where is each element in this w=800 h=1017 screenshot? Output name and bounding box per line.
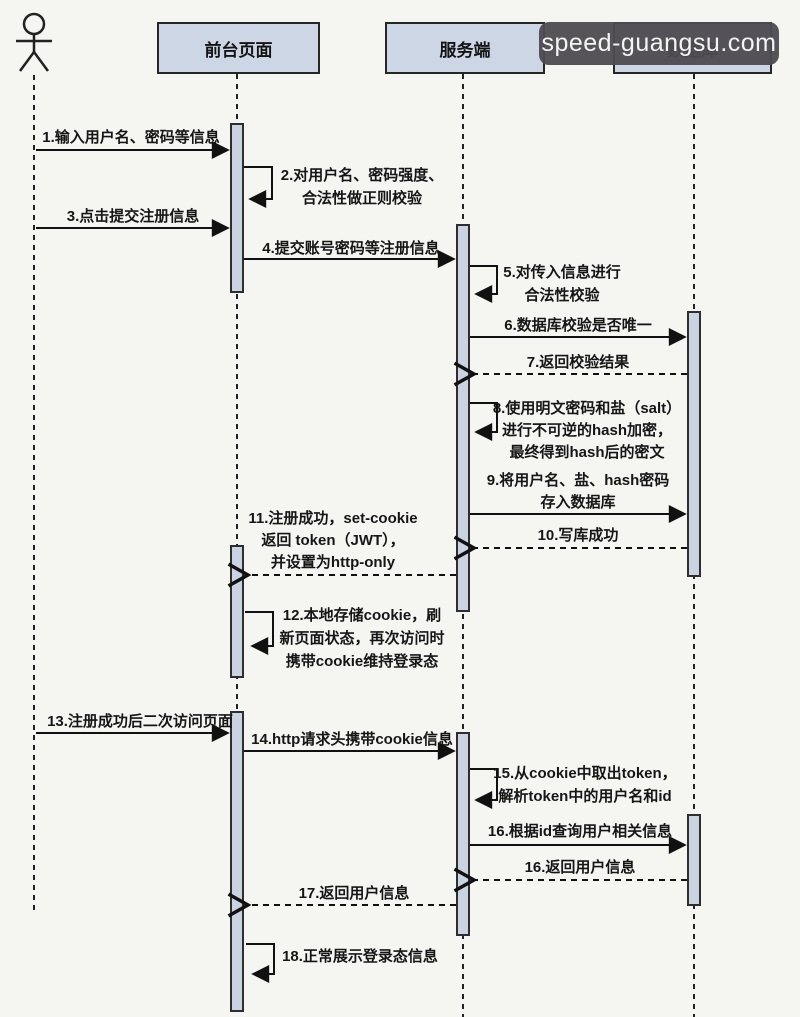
arrow-msg-18	[246, 943, 275, 983]
activation-frontend-1	[230, 123, 244, 293]
msg-label-8: 8.使用明文密码和盐（salt） 进行不可逆的hash加密， 最终得到hash后…	[492, 400, 682, 461]
activation-server-1	[456, 224, 470, 612]
msg-label-16b: 16.返回用户信息	[524, 859, 636, 876]
arrow-msg-15	[470, 768, 498, 809]
arrow-msg-8	[470, 402, 498, 441]
watermark-badge: speed-guangsu.com	[539, 22, 779, 65]
msg-label-3: 3.点击提交注册信息	[66, 208, 200, 225]
activation-frontend-3	[230, 711, 244, 1012]
actor-user-icon	[16, 12, 52, 72]
msg-label-9: 9.将用户名、盐、hash密码 存入数据库	[486, 472, 670, 511]
msg-label-17: 17.返回用户信息	[298, 885, 410, 902]
activation-database-2	[687, 814, 701, 906]
msg-label-10: 10.写库成功	[537, 527, 619, 544]
msg-label-13: 13.注册成功后二次访问页面	[47, 713, 233, 730]
msg-label-4: 4.提交账号密码等注册信息	[262, 240, 440, 257]
participant-server: 服务端	[385, 22, 545, 74]
watermark-text: speed-guangsu.com	[541, 29, 777, 57]
msg-label-7: 7.返回校验结果	[526, 354, 630, 371]
msg-label-15: 15.从cookie中取出token， 解析token中的用户名和id	[493, 765, 677, 805]
participant-frontend: 前台页面	[157, 22, 320, 74]
msg-label-2: 2.对用户名、密码强度、 合法性做正则校验	[280, 167, 444, 207]
activation-database-1	[687, 311, 701, 577]
msg-label-1: 1.输入用户名、密码等信息	[42, 129, 220, 146]
participant-server-label: 服务端	[439, 40, 491, 60]
msg-label-14: 14.http请求头携带cookie信息	[251, 731, 453, 748]
msg-label-12: 12.本地存储cookie，刷 新页面状态，再次访问时 携带cookie维持登录…	[279, 607, 445, 670]
participant-frontend-label: 前台页面	[204, 40, 273, 60]
arrow-msg-2	[244, 166, 273, 208]
msg-label-11: 11.注册成功，set-cookie 返回 token（JWT）， 并设置为ht…	[248, 510, 418, 571]
arrow-msg-5	[470, 265, 498, 303]
msg-label-18: 18.正常展示登录态信息	[282, 948, 438, 965]
arrow-msg-12	[245, 611, 274, 655]
msg-label-6: 6.数据库校验是否唯一	[504, 317, 652, 334]
msg-label-16: 16.根据id查询用户相关信息	[487, 823, 673, 840]
msg-label-5: 5.对传入信息进行 合法性校验	[503, 264, 621, 304]
